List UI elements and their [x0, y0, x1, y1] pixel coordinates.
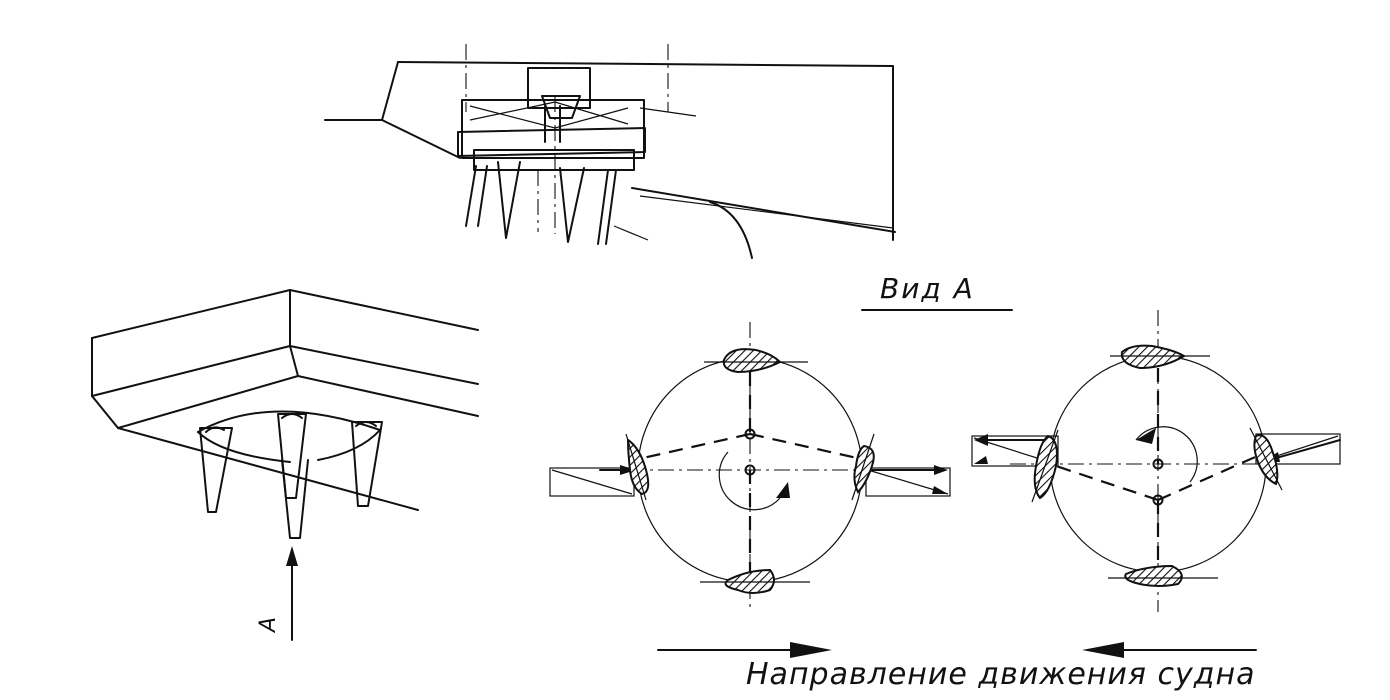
caption-ship-motion-direction: Направление движения судна: [746, 657, 1256, 692]
view-marker-letter: А: [256, 617, 281, 634]
rotor-left-view: [549, 322, 951, 612]
view-title: Вид А: [880, 272, 975, 305]
motion-arrow-left: [1082, 642, 1257, 658]
hull-side-section: [324, 44, 896, 259]
hull-perspective-view: [91, 289, 479, 641]
rotor-right-view: [971, 310, 1341, 612]
motion-arrow-right: [657, 642, 832, 658]
